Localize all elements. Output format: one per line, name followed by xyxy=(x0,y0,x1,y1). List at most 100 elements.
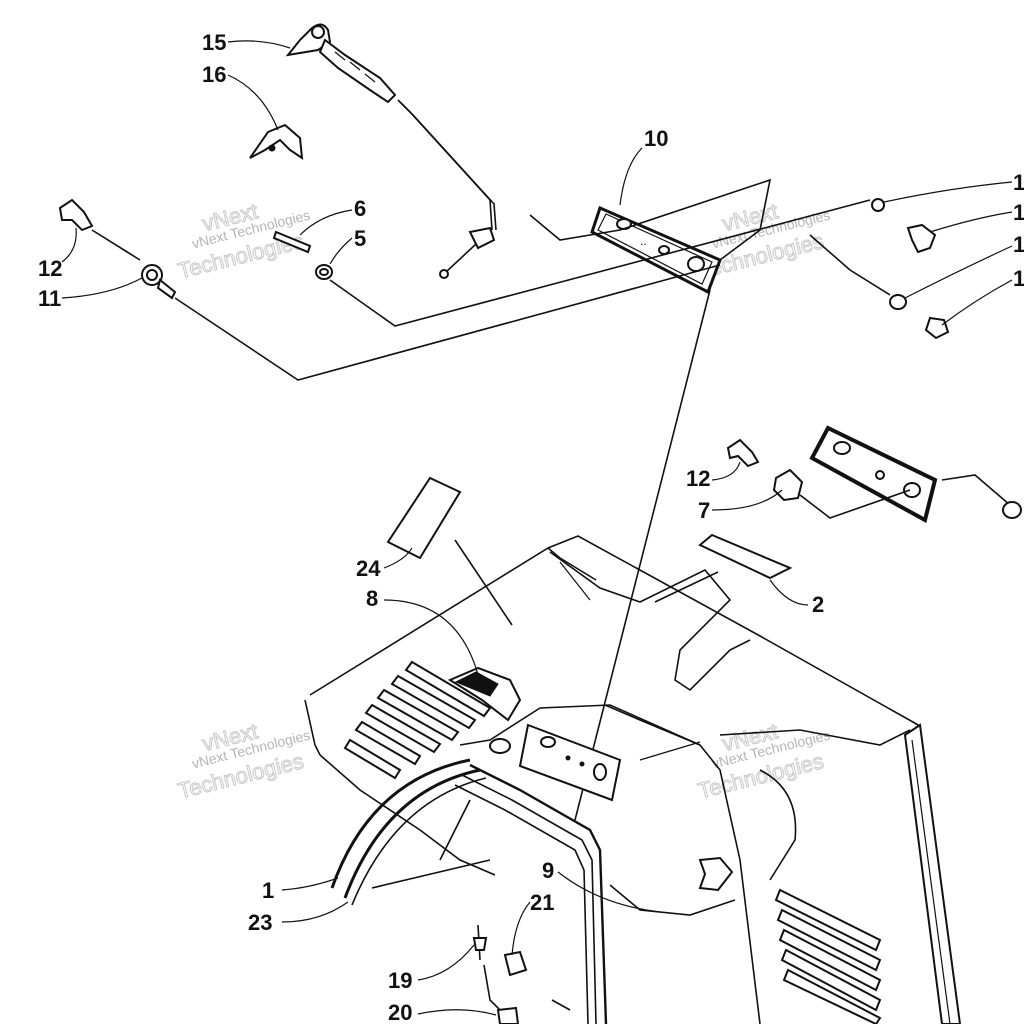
hood-outline xyxy=(719,729,911,746)
leader-line xyxy=(329,237,353,265)
nut-part xyxy=(871,198,885,212)
bracket-hole xyxy=(268,144,276,152)
hood-outline xyxy=(604,704,761,1024)
washer-hole xyxy=(319,268,329,276)
hood-outline xyxy=(309,535,921,727)
callout-10: 10 xyxy=(644,126,668,151)
leader-line xyxy=(904,245,1013,299)
dash-indicator xyxy=(565,755,571,761)
clip-part xyxy=(503,950,528,977)
switch-core xyxy=(146,269,158,281)
callout-leaders xyxy=(61,40,1013,1016)
leader-line xyxy=(883,181,1013,203)
callout-16: 16 xyxy=(202,62,226,87)
hood-detail xyxy=(639,741,701,761)
panel-plate-inner xyxy=(597,213,713,285)
leader-line xyxy=(654,571,719,603)
housing-outline xyxy=(529,178,772,261)
leader-line xyxy=(511,901,531,956)
dash-hole xyxy=(593,763,607,781)
callout-20: 20 xyxy=(388,1000,412,1024)
latch-part xyxy=(698,856,734,892)
leader-line xyxy=(227,40,291,49)
vent-slot xyxy=(390,674,477,730)
callout-1: 1 xyxy=(262,878,274,903)
leader-line xyxy=(299,209,353,236)
leader-line xyxy=(91,229,141,261)
callout-24: 24 xyxy=(356,556,381,581)
leader-line xyxy=(61,277,143,299)
callout-21: 21 xyxy=(530,890,554,915)
callout-1: 1 xyxy=(1013,200,1024,225)
leader-line xyxy=(61,227,77,263)
cable-end-part xyxy=(468,226,496,250)
housing-outline xyxy=(574,289,711,821)
leader-line xyxy=(417,944,475,981)
callout-12: 12 xyxy=(686,466,710,491)
leader-line xyxy=(711,461,741,481)
callout-8: 8 xyxy=(366,586,378,611)
vent-slot xyxy=(780,948,882,1012)
nut-part xyxy=(924,316,950,340)
leader-line xyxy=(483,964,501,1011)
cable-wire xyxy=(397,99,493,231)
panel-hole xyxy=(903,482,921,498)
leader-line xyxy=(929,211,1013,233)
leader-line xyxy=(711,489,783,511)
panel-hole xyxy=(875,470,885,480)
hood-outline xyxy=(549,551,751,692)
vent-slot xyxy=(376,688,460,742)
leader-line xyxy=(941,279,1013,326)
leader-line xyxy=(329,199,871,327)
windshield-frame xyxy=(469,763,608,1024)
hood-detail xyxy=(559,561,591,601)
callout-12: 12 xyxy=(38,256,62,281)
screw-head xyxy=(472,937,488,951)
panel-marking: .. xyxy=(640,234,647,248)
dash-hole xyxy=(489,738,511,754)
callout-19: 19 xyxy=(388,968,412,993)
callout-15: 15 xyxy=(202,30,226,55)
throttle-cable-assembly xyxy=(249,23,497,279)
leader-line xyxy=(941,474,1011,506)
vent-slot xyxy=(774,888,882,952)
dash-outline xyxy=(459,704,701,746)
leader-line xyxy=(281,901,349,923)
panel-hole xyxy=(658,245,670,255)
callout-2: 2 xyxy=(812,592,824,617)
panel-hole xyxy=(833,441,851,455)
decal-part xyxy=(698,533,793,580)
switch-body xyxy=(156,278,177,300)
callout-labels: 15 16 10 6 5 12 11 1 1 1 1 12 7 24 8 2 1… xyxy=(38,30,1024,1024)
hood-outline xyxy=(759,769,797,881)
screw-part xyxy=(272,230,312,254)
cable-end-rod xyxy=(445,243,477,273)
cable-end-tip xyxy=(439,269,449,279)
hood-assembly xyxy=(304,535,962,1024)
leader-line xyxy=(557,871,661,913)
cable-housing-part xyxy=(318,38,397,104)
bracket-part xyxy=(249,123,304,161)
hood-outline xyxy=(547,547,597,581)
clip-part xyxy=(906,223,937,254)
key-part xyxy=(726,438,760,468)
callout-1: 1 xyxy=(1013,170,1024,195)
panel-hole xyxy=(687,256,705,272)
dash-panel-part xyxy=(518,723,622,802)
vent-slot xyxy=(354,720,422,766)
dash-indicator xyxy=(579,761,585,767)
panel-plate-part xyxy=(590,205,722,295)
leader-line xyxy=(281,877,339,891)
callout-1: 1 xyxy=(1013,232,1024,257)
leader-line xyxy=(371,859,491,889)
housing-detail xyxy=(334,51,376,83)
vent-slot xyxy=(776,908,882,972)
vent-slot xyxy=(404,660,492,718)
side-strip xyxy=(903,723,962,1024)
callout-23: 23 xyxy=(248,910,272,935)
cable-wire xyxy=(401,103,497,231)
decal-parts xyxy=(386,476,793,626)
callout-5: 5 xyxy=(354,226,366,251)
leader-line xyxy=(809,234,891,296)
